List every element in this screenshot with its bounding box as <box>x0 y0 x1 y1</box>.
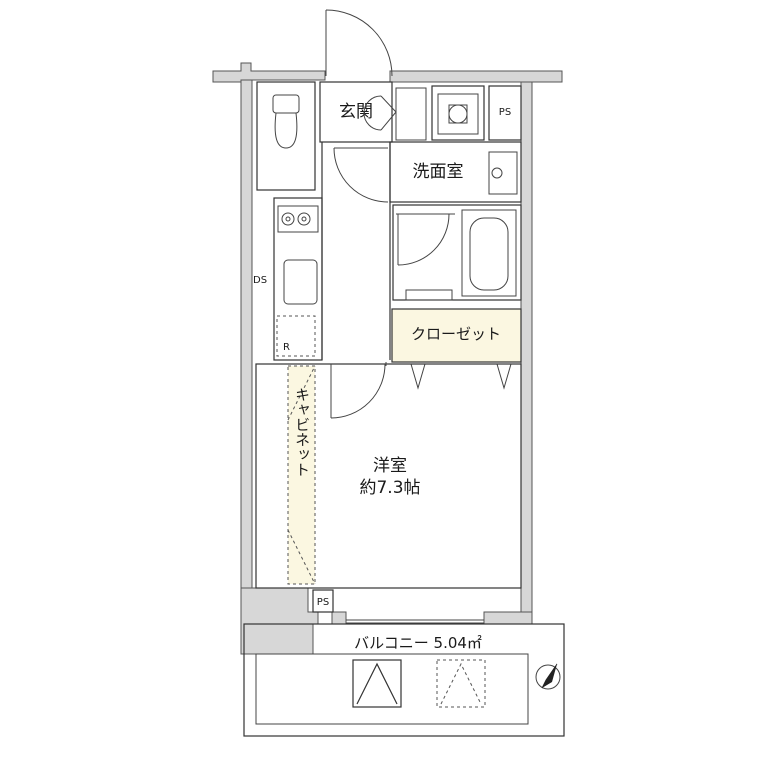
western-room: 洋室 約7.3帖 <box>255 362 522 589</box>
washing-machine-area <box>431 85 485 141</box>
washroom: 洗面室 <box>333 141 522 203</box>
balcony-window <box>346 619 484 624</box>
cabinet: キャビネット <box>287 365 316 585</box>
western-room-label: 洋室 <box>373 456 407 476</box>
closet-label: クローゼット <box>411 325 501 343</box>
north-compass-icon <box>535 663 561 690</box>
ds-label: DS <box>253 275 267 286</box>
entrance-door <box>325 9 393 77</box>
ps-bottom-label: PS <box>317 597 329 608</box>
western-room-size: 約7.3帖 <box>359 478 420 498</box>
ps-top-label: PS <box>499 107 511 118</box>
washroom-label: 洗面室 <box>413 162 464 182</box>
entrance-label: 玄関 <box>339 102 373 122</box>
cabinet-label: キャビネット <box>293 387 311 477</box>
ps-bottom: PS <box>312 589 334 613</box>
bathroom <box>392 204 522 301</box>
toilet-room <box>256 81 316 191</box>
kitchen: R DS <box>253 197 323 361</box>
entrance-area: 玄関 <box>319 81 427 143</box>
refrigerator-label: R <box>283 342 290 353</box>
corridor <box>321 142 391 360</box>
balcony: バルコニー 5.04㎡ <box>243 623 565 737</box>
closet: クローゼット <box>391 308 522 390</box>
ps-top: PS <box>488 85 522 141</box>
balcony-label: バルコニー 5.04㎡ <box>354 634 482 652</box>
